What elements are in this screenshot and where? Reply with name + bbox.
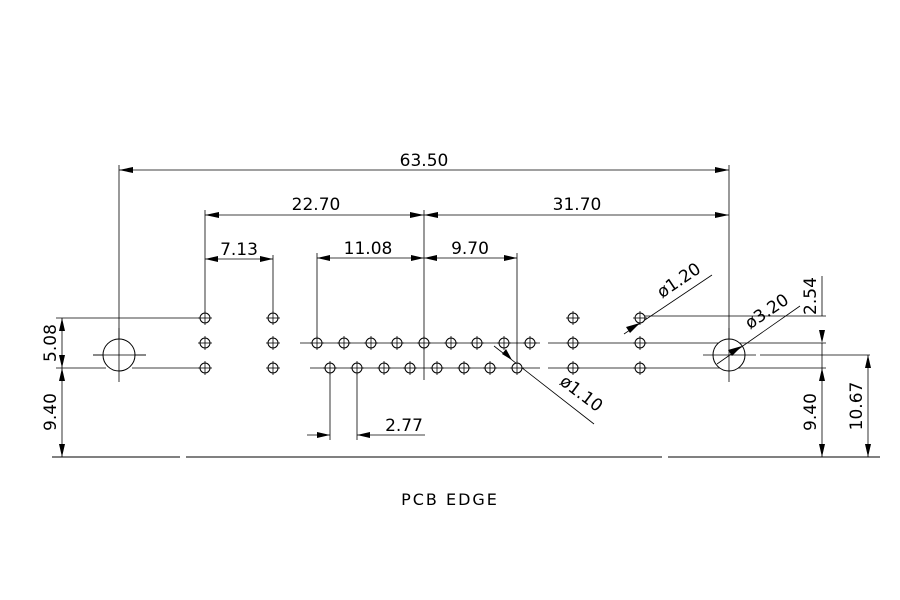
pin-hole bbox=[633, 336, 647, 350]
dimension-10-67: 10.67 bbox=[847, 355, 871, 457]
pin-hole bbox=[266, 361, 280, 375]
dimension-10-67-label: 10.67 bbox=[847, 382, 867, 431]
pin-hole bbox=[350, 361, 364, 375]
dimension-9-40-left-label: 9.40 bbox=[41, 393, 61, 431]
dimension-11-08-label: 11.08 bbox=[344, 239, 393, 259]
pin-hole bbox=[337, 336, 351, 350]
dimension-2-54-label: 2.54 bbox=[801, 277, 821, 315]
dimension-63-50-label: 63.50 bbox=[400, 151, 449, 171]
pin-hole bbox=[470, 336, 484, 350]
pin-hole bbox=[566, 311, 580, 325]
pin-hole bbox=[633, 361, 647, 375]
pin-hole bbox=[444, 336, 458, 350]
pin-hole bbox=[566, 361, 580, 375]
dimension-63-50: 63.50 bbox=[118, 151, 730, 343]
pin-hole bbox=[483, 361, 497, 375]
dimension-9-70-label: 9.70 bbox=[451, 239, 489, 259]
pin-hole bbox=[510, 361, 524, 375]
dimension-9-40-left: 9.40 bbox=[41, 368, 65, 457]
pin-hole bbox=[497, 336, 511, 350]
pin-hole bbox=[198, 361, 212, 375]
dimension-2-77: 2.77 bbox=[307, 374, 425, 440]
dimension-9-40-right-label: 9.40 bbox=[801, 393, 821, 431]
dimension-22-70: 22.70 bbox=[204, 195, 425, 380]
dimension-9-70: 9.70 bbox=[424, 239, 518, 362]
mounting-hole-left bbox=[93, 328, 146, 382]
pin-hole bbox=[523, 336, 537, 350]
dimension-9-40-right: 9.40 bbox=[801, 368, 825, 457]
pin-hole bbox=[198, 336, 212, 350]
pin-hole bbox=[266, 311, 280, 325]
pin-hole bbox=[310, 336, 324, 350]
dimension-2-77-label: 2.77 bbox=[385, 416, 423, 436]
dimension-5-08: 5.08 bbox=[41, 318, 65, 368]
dimension-7-13: 7.13 bbox=[205, 240, 274, 312]
pin-hole bbox=[417, 336, 431, 350]
pin-hole bbox=[198, 311, 212, 325]
dimension-31-70-label: 31.70 bbox=[553, 195, 602, 215]
mounting-hole-right bbox=[703, 328, 756, 382]
dia-1-20-label: ø1.20 bbox=[654, 259, 705, 303]
dimension-5-08-label: 5.08 bbox=[41, 324, 61, 362]
dimension-31-70: 31.70 bbox=[424, 195, 729, 218]
pin-hole bbox=[390, 336, 404, 350]
leader-dia-1-10: ø1.10 bbox=[493, 345, 607, 425]
dia-3-20-label: ø3.20 bbox=[742, 290, 793, 334]
dimension-11-08: 11.08 bbox=[316, 239, 424, 337]
dimension-2-54: 2.54 bbox=[801, 276, 825, 381]
row-reference-lines bbox=[56, 315, 870, 369]
pin-hole bbox=[403, 361, 417, 375]
pin-hole bbox=[323, 361, 337, 375]
pin-holes bbox=[198, 311, 647, 375]
dia-1-10-label: ø1.10 bbox=[556, 371, 607, 416]
leader-dia-1-20: ø1.20 bbox=[623, 259, 713, 335]
pin-hole bbox=[377, 361, 391, 375]
pin-hole bbox=[633, 311, 647, 325]
pin-hole bbox=[266, 336, 280, 350]
dimension-22-70-label: 22.70 bbox=[292, 195, 341, 215]
pin-hole bbox=[457, 361, 471, 375]
dimension-7-13-label: 7.13 bbox=[220, 240, 258, 260]
pin-hole bbox=[364, 336, 378, 350]
pin-hole bbox=[430, 361, 444, 375]
pin-hole bbox=[566, 336, 580, 350]
pcb-edge-label: PCB EDGE bbox=[401, 490, 499, 509]
